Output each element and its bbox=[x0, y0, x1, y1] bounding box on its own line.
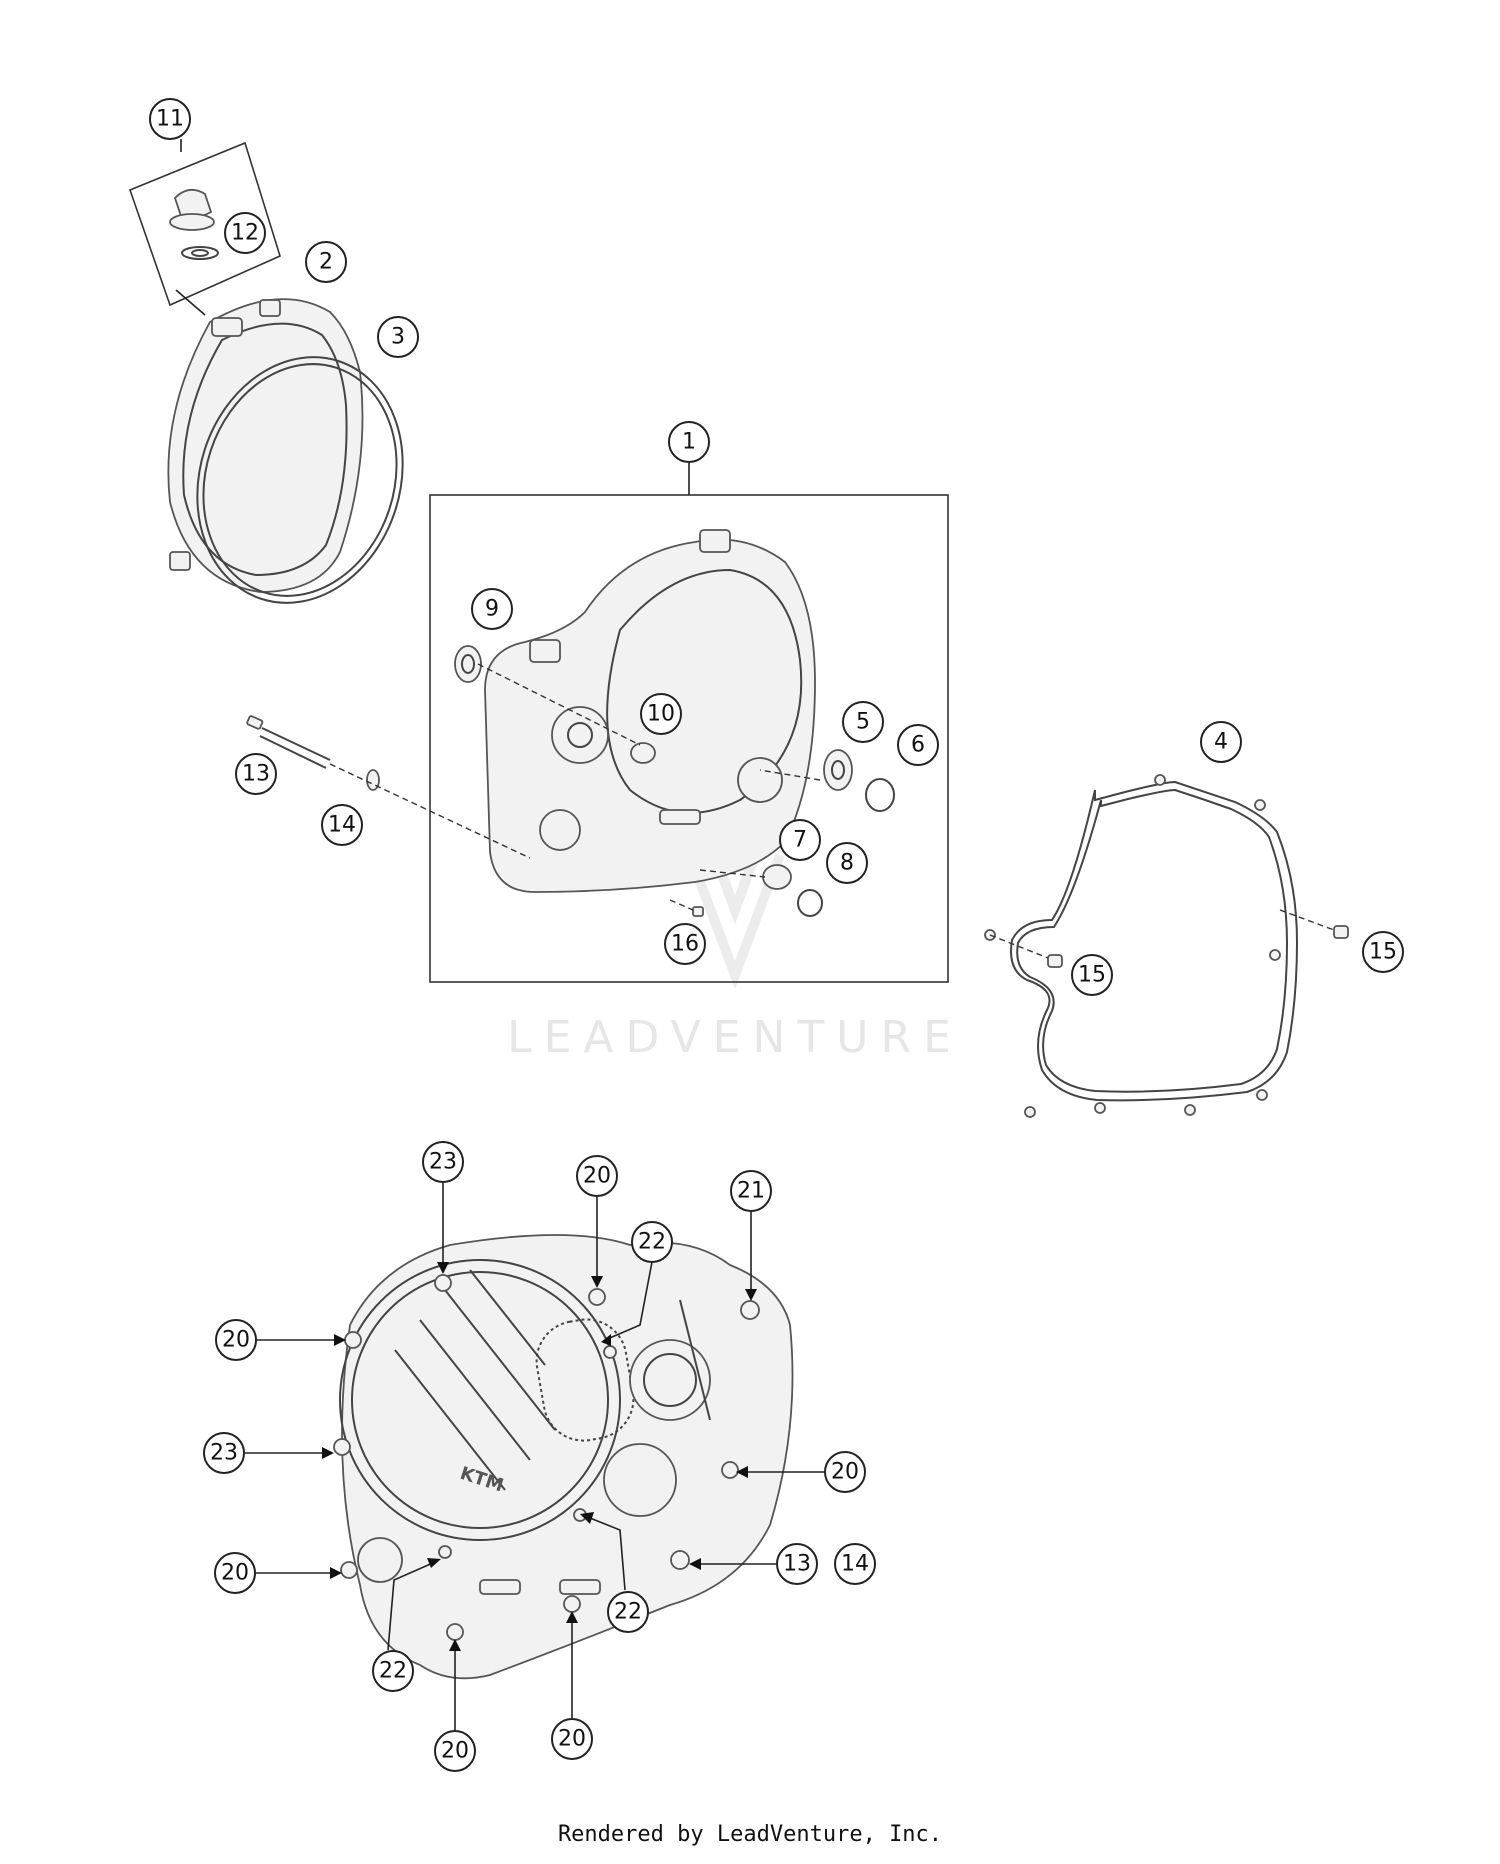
callout-16: 16 bbox=[664, 923, 706, 965]
dowel-15b bbox=[1333, 925, 1349, 939]
svg-text:8: 8 bbox=[840, 851, 854, 876]
svg-text:23: 23 bbox=[429, 1150, 457, 1175]
dowel-15a bbox=[1047, 954, 1063, 968]
watermark: LEADVENTURE bbox=[507, 1012, 963, 1063]
callout-15b: 15 bbox=[1362, 931, 1404, 973]
callout-20f: 20 bbox=[551, 1718, 593, 1760]
svg-text:14: 14 bbox=[328, 813, 356, 838]
callout-2: 2 bbox=[305, 241, 347, 283]
seal-ring-9 bbox=[454, 645, 482, 683]
svg-text:22: 22 bbox=[638, 1230, 666, 1255]
svg-text:14: 14 bbox=[841, 1552, 869, 1577]
callout-22b: 22 bbox=[607, 1591, 649, 1633]
svg-text:3: 3 bbox=[391, 325, 405, 350]
svg-text:20: 20 bbox=[831, 1460, 859, 1485]
svg-text:2: 2 bbox=[319, 250, 333, 275]
callout-20b: 20 bbox=[215, 1319, 257, 1361]
callout-14b: 14 bbox=[834, 1543, 876, 1585]
callout-5: 5 bbox=[842, 701, 884, 743]
svg-text:5: 5 bbox=[856, 710, 870, 735]
screw-16 bbox=[692, 906, 704, 917]
svg-text:6: 6 bbox=[911, 733, 925, 758]
callout-22c: 22 bbox=[372, 1650, 414, 1692]
svg-text:12: 12 bbox=[231, 221, 259, 246]
clutch-cover bbox=[167, 298, 364, 593]
svg-text:20: 20 bbox=[558, 1727, 586, 1752]
circlip-6 bbox=[865, 778, 895, 812]
svg-text:20: 20 bbox=[583, 1164, 611, 1189]
bolt-13 bbox=[246, 715, 331, 769]
callout-20a: 20 bbox=[576, 1155, 618, 1197]
callout-7: 7 bbox=[779, 819, 821, 861]
svg-text:21: 21 bbox=[737, 1179, 765, 1204]
svg-text:4: 4 bbox=[1214, 730, 1228, 755]
svg-text:11: 11 bbox=[156, 107, 184, 132]
svg-text:20: 20 bbox=[221, 1561, 249, 1586]
callout-8: 8 bbox=[826, 842, 868, 884]
bushing-10 bbox=[630, 742, 656, 764]
callout-14: 14 bbox=[321, 804, 363, 846]
svg-text:20: 20 bbox=[222, 1328, 250, 1353]
callout-22a: 22 bbox=[631, 1221, 673, 1263]
svg-text:7: 7 bbox=[793, 828, 807, 853]
callout-12: 12 bbox=[224, 212, 266, 254]
callout-21: 21 bbox=[730, 1170, 772, 1212]
callout-20e: 20 bbox=[434, 1730, 476, 1772]
washer-14 bbox=[366, 769, 380, 791]
cover-gasket-4 bbox=[984, 774, 1299, 1118]
svg-text:16: 16 bbox=[671, 932, 699, 957]
svg-text:22: 22 bbox=[379, 1659, 407, 1684]
circlip-8 bbox=[797, 889, 823, 917]
callout-20d: 20 bbox=[214, 1552, 256, 1594]
callout-13b: 13 bbox=[776, 1543, 818, 1585]
callout-3: 3 bbox=[377, 316, 419, 358]
svg-text:23: 23 bbox=[210, 1441, 238, 1466]
svg-text:22: 22 bbox=[614, 1600, 642, 1625]
callout-15a: 15 bbox=[1071, 954, 1113, 996]
svg-text:20: 20 bbox=[441, 1739, 469, 1764]
svg-text:13: 13 bbox=[783, 1552, 811, 1577]
callout-11: 11 bbox=[149, 98, 191, 140]
oil-plug-base bbox=[169, 213, 215, 231]
bearing-5 bbox=[823, 749, 853, 791]
callout-9: 9 bbox=[471, 588, 513, 630]
callout-23b: 23 bbox=[203, 1432, 245, 1474]
callout-23a: 23 bbox=[422, 1141, 464, 1183]
svg-text:10: 10 bbox=[647, 702, 675, 727]
callout-13: 13 bbox=[235, 753, 277, 795]
callout-4: 4 bbox=[1200, 721, 1242, 763]
o-ring bbox=[181, 246, 219, 260]
oil-plug-inset bbox=[128, 141, 281, 307]
svg-text:9: 9 bbox=[485, 597, 499, 622]
outer-clutch-cover-assembly: KTM bbox=[339, 1234, 794, 1680]
callout-20c: 20 bbox=[824, 1451, 866, 1493]
clutch-cover-gasket bbox=[196, 356, 404, 604]
svg-text:13: 13 bbox=[242, 762, 270, 787]
callout-1: 1 bbox=[668, 421, 710, 463]
leader-lines bbox=[175, 139, 824, 1730]
callout-10: 10 bbox=[640, 693, 682, 735]
svg-text:1: 1 bbox=[682, 430, 696, 455]
footer-credit: Rendered by LeadVenture, Inc. bbox=[557, 1822, 943, 1847]
svg-text:15: 15 bbox=[1369, 940, 1397, 965]
svg-text:15: 15 bbox=[1078, 963, 1106, 988]
seal-ring-7 bbox=[762, 864, 792, 890]
callout-6: 6 bbox=[897, 724, 939, 766]
